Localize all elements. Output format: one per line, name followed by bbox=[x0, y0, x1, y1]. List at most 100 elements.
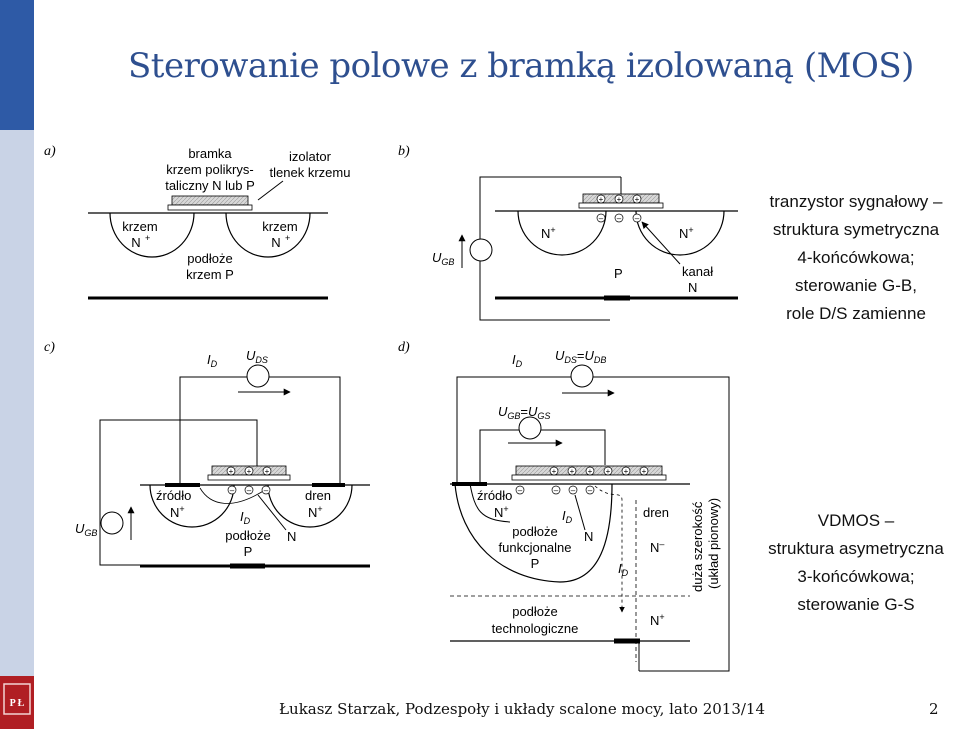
uds-c-label: UDS bbox=[246, 348, 268, 365]
svg-text:+: + bbox=[606, 467, 611, 476]
svg-text:–: – bbox=[635, 214, 640, 223]
svg-text:–: – bbox=[247, 486, 252, 495]
gate-loop-d bbox=[479, 429, 606, 482]
channel-charges-b: – – – bbox=[596, 213, 642, 223]
substrate-label-2: krzem P bbox=[186, 267, 234, 282]
svg-text:–: – bbox=[264, 486, 269, 495]
svg-text:+: + bbox=[635, 195, 640, 204]
panel-c-tag: c) bbox=[44, 340, 55, 355]
drain-label-2: N bbox=[271, 235, 280, 250]
gate-charges-c: + + + – – – bbox=[226, 466, 272, 495]
ugb-source-b bbox=[469, 238, 493, 262]
source-label-1: krzem bbox=[122, 219, 157, 234]
tech-substrate-2: technologiczne bbox=[492, 621, 579, 636]
uds-source-d bbox=[570, 364, 594, 388]
insulator-label-1: izolator bbox=[289, 149, 332, 164]
substrate-c-label-1: podłoże bbox=[225, 528, 271, 543]
id-d-vertical: ID bbox=[618, 561, 629, 578]
svg-text:+: + bbox=[570, 467, 575, 476]
panel-a-tag: a) bbox=[44, 144, 56, 159]
tech-substrate-1: podłoże bbox=[512, 604, 558, 619]
svg-text:+: + bbox=[617, 195, 622, 204]
n-right-b: N+ bbox=[679, 225, 694, 241]
ugs-source-d bbox=[518, 416, 542, 440]
n-channel-c: N bbox=[287, 529, 296, 544]
gate-polysilicon bbox=[171, 195, 249, 206]
source-label-2: N bbox=[131, 235, 140, 250]
gate-label-2: krzem polikrys- bbox=[166, 162, 253, 177]
channel-label-2: N bbox=[688, 280, 697, 295]
svg-text:+: + bbox=[229, 467, 234, 476]
note-signal-transistor: tranzystor sygnałowy – struktura symetry… bbox=[769, 192, 943, 323]
svg-text:+: + bbox=[145, 233, 150, 243]
uds-source-c bbox=[246, 364, 270, 388]
sidebar-bottom-band bbox=[0, 130, 34, 729]
svg-text:+: + bbox=[642, 467, 647, 476]
gate-oxide bbox=[167, 204, 253, 211]
panel-c: c) ID UDS UGB źródło N+ dren N+ ID podło… bbox=[44, 340, 370, 569]
svg-text:+: + bbox=[588, 467, 593, 476]
source-d-label-2: N+ bbox=[494, 504, 509, 520]
id-d-label: ID bbox=[512, 352, 523, 369]
svg-text:–: – bbox=[599, 214, 604, 223]
svg-text:+: + bbox=[624, 467, 629, 476]
drain-c-label-2: N+ bbox=[308, 504, 323, 520]
channel-label-1: kanał bbox=[682, 264, 713, 279]
svg-text:+: + bbox=[599, 195, 604, 204]
svg-text:–: – bbox=[554, 486, 559, 495]
university-logo: P Ł bbox=[0, 676, 34, 729]
id-d-inner: ID bbox=[562, 508, 573, 525]
n-minus-d: N– bbox=[650, 539, 664, 555]
svg-text:+: + bbox=[247, 467, 252, 476]
footer-text: Łukasz Starzak, Podzespoły i układy scal… bbox=[279, 700, 766, 718]
drain-label-1: krzem bbox=[262, 219, 297, 234]
logo-text: P Ł bbox=[10, 698, 25, 709]
functional-substrate-2: funkcjonalne bbox=[499, 540, 572, 555]
uds-udb-label: UDS=UDB bbox=[555, 348, 606, 365]
functional-substrate-1: podłoże bbox=[512, 524, 558, 539]
panel-d-tag: d) bbox=[398, 340, 410, 355]
svg-text:–: – bbox=[617, 214, 622, 223]
svg-text:–: – bbox=[518, 486, 523, 495]
insulator-pointer bbox=[257, 180, 284, 201]
drain-well bbox=[225, 212, 311, 258]
substrate-label-1: podłoże bbox=[187, 251, 233, 266]
ugb-c-label: UGB bbox=[75, 521, 97, 538]
panel-b-tag: b) bbox=[398, 144, 410, 159]
page-number: 2 bbox=[929, 700, 939, 718]
source-c-label-2: N+ bbox=[170, 504, 185, 520]
insulator-label-2: tlenek krzemu bbox=[270, 165, 351, 180]
note-vdmos: VDMOS – struktura asymetryczna 3-końcówk… bbox=[768, 511, 944, 614]
panel-b: b) UGB N+ N+ P kanał N + + + bbox=[398, 144, 738, 321]
ugb-b-label: UGB bbox=[432, 250, 454, 267]
svg-text:+: + bbox=[265, 467, 270, 476]
panel-d: d) ID UDS=UDB UGB=UGS źródło N+ ID N pod… bbox=[398, 340, 730, 672]
svg-text:–: – bbox=[588, 486, 593, 495]
substrate-c-label-2: P bbox=[244, 544, 253, 559]
svg-text:+: + bbox=[552, 467, 557, 476]
drain-c-label-1: dren bbox=[305, 488, 331, 503]
ugb-ugs-label: UGB=UGS bbox=[498, 404, 550, 421]
functional-substrate-3: P bbox=[531, 556, 540, 571]
gate-charges-d: + + + + + + – – – – bbox=[515, 466, 649, 495]
drain-source-loop-d bbox=[456, 376, 730, 672]
gate-label-1: bramka bbox=[188, 146, 232, 161]
id-c-label: ID bbox=[207, 352, 218, 369]
oxide-b bbox=[578, 202, 664, 209]
svg-text:+: + bbox=[285, 233, 290, 243]
vertical-label-1: duża szerokość bbox=[690, 501, 705, 592]
vertical-label-2: (układ pionowy) bbox=[706, 498, 721, 589]
source-well bbox=[109, 212, 195, 258]
ugb-source-c bbox=[100, 511, 124, 535]
p-substrate-b: P bbox=[614, 266, 623, 281]
source-d-label-1: źródło bbox=[477, 488, 512, 503]
n-channel-d: N bbox=[584, 529, 593, 544]
n-left-b: N+ bbox=[541, 225, 556, 241]
gate-charges-b: + + + bbox=[596, 194, 642, 204]
slide-title: Sterowanie polowe z bramką izolowaną (MO… bbox=[128, 46, 914, 86]
sidebar-top-band bbox=[0, 0, 34, 130]
drain-d-label: dren bbox=[643, 505, 669, 520]
gate-label-3: taliczny N lub P bbox=[165, 178, 255, 193]
sidebar: P Ł bbox=[0, 0, 34, 729]
